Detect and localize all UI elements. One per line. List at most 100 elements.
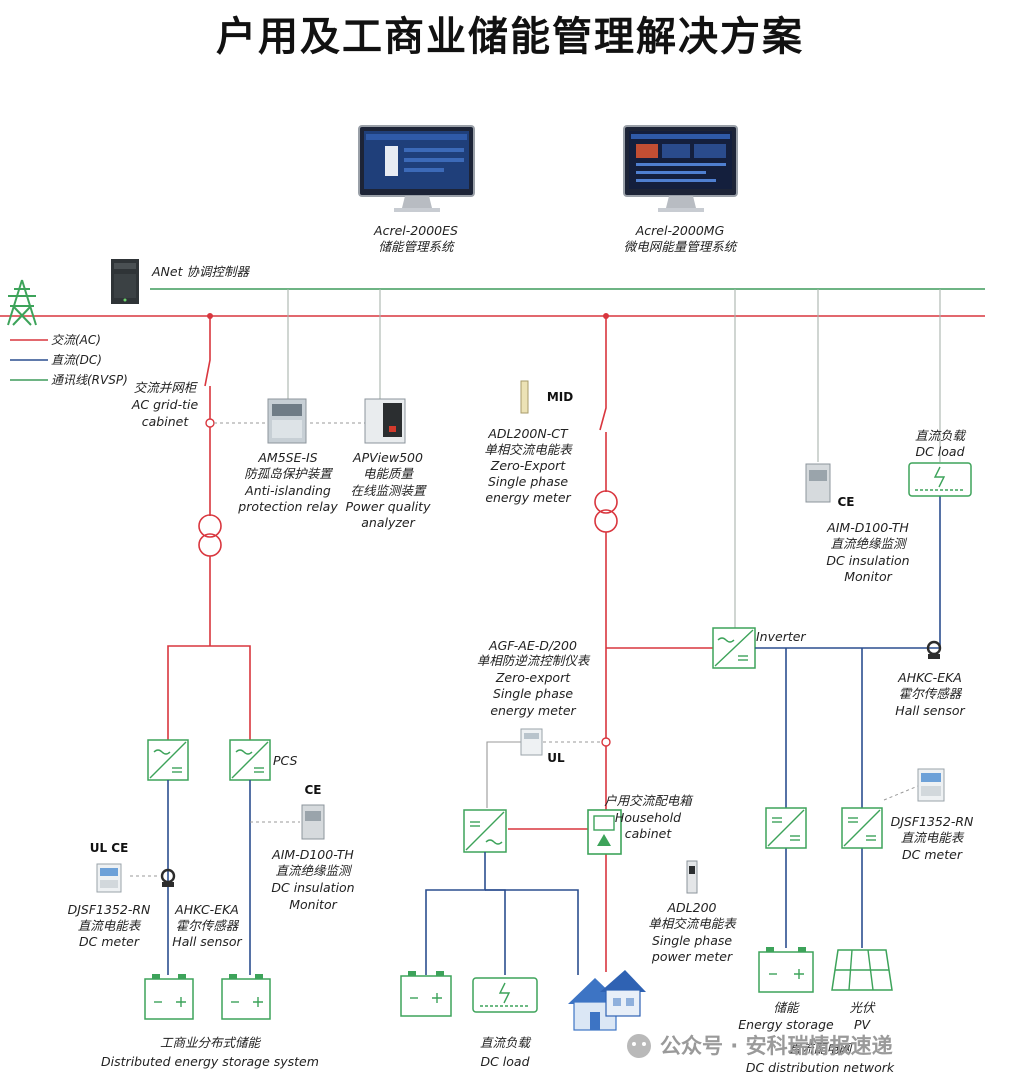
aim-left-en1: DC insulation — [271, 880, 354, 895]
djsf-left-cn: 直流电能表 — [78, 918, 142, 933]
dc-line-household-battery — [425, 852, 486, 975]
inverter-label: Inverter — [756, 629, 806, 644]
house-icon — [568, 970, 646, 1031]
aim-left-device — [301, 804, 325, 840]
adl200-device — [686, 860, 698, 894]
distributed-storage-en: Distributed energy storage system — [101, 1054, 319, 1069]
household-cabinet-device — [587, 809, 622, 855]
djsf-right-en: DC meter — [902, 847, 963, 862]
mid-meter-device — [520, 380, 529, 414]
ac-breaker-mid — [599, 316, 607, 492]
storage-right-cn: 储能 — [773, 1000, 800, 1015]
am5se-en2: protection relay — [237, 499, 338, 514]
aim-left-en2: Monitor — [289, 897, 337, 912]
battery-left-1-icon — [144, 974, 194, 1020]
am5se-cn: 防孤岛保护装置 — [244, 466, 333, 481]
apview-model: APView500 — [352, 450, 423, 465]
dc-network-cn: 直流配电网 — [789, 1041, 853, 1056]
battery-household-icon — [400, 971, 452, 1017]
dc-load-top-en: DC load — [915, 444, 964, 459]
pcs-converter-left — [147, 739, 189, 781]
agf-en1: Zero-export — [495, 670, 571, 685]
household-inverter — [463, 809, 507, 853]
djsf-right-model: DJSF1352-RN — [891, 814, 974, 829]
household-cabinet-cn: 户用交流配电箱 — [604, 793, 694, 808]
agf-en2: Single phase — [493, 686, 573, 701]
adl200-screen — [689, 866, 695, 874]
dc-network-en: DC distribution network — [746, 1060, 895, 1075]
legend: 交流(AC) 直流(DC) 通讯线(RVSP) — [10, 333, 128, 387]
transformer-left-top — [198, 514, 222, 538]
dc-load-household-icon — [472, 977, 538, 1013]
adl200n-en2: Single phase — [488, 474, 568, 489]
monitor-acrel-2000mg — [623, 125, 738, 212]
es-model-label: Acrel-2000ES — [373, 223, 458, 238]
adl200n-model: ADL200N-CT — [487, 426, 569, 441]
adl200-model: ADL200 — [667, 900, 717, 915]
am5se-en1: Anti-islanding — [244, 483, 331, 498]
diagram-title: 户用及工商业储能管理解决方案 — [216, 14, 804, 60]
distributed-storage-cn: 工商业分布式储能 — [160, 1035, 262, 1050]
aim-right-model: AIM-D100-TH — [826, 520, 909, 535]
ac-cabinet-label-en2: cabinet — [142, 414, 190, 429]
battery-storage-right-icon — [758, 947, 814, 993]
mid-cert: MID — [547, 390, 573, 404]
adl200-en2: power meter — [651, 949, 733, 964]
agf-cn: 单相防逆流控制仪表 — [477, 653, 591, 668]
aim-right-cert: CE — [837, 495, 854, 509]
aim-left-cert: CE — [304, 783, 321, 797]
dc-line-household-dcload — [485, 889, 506, 975]
aim-right-en2: Monitor — [844, 569, 892, 584]
battery-left-2-icon — [221, 974, 271, 1020]
es-name-label: 储能管理系统 — [378, 239, 456, 254]
djsf-left-model: DJSF1352-RN — [68, 902, 151, 917]
djsf-left-en: DC meter — [79, 934, 140, 949]
pv-panel-icon — [831, 949, 893, 991]
apview-cn1: 电能质量 — [363, 466, 415, 481]
ahkc-left-cn: 霍尔传感器 — [176, 918, 240, 933]
ul-link-inverter — [486, 741, 521, 808]
adl200n-en3: energy meter — [485, 490, 571, 505]
ac-breaker-left — [204, 316, 211, 420]
ul-cert: UL — [547, 751, 565, 765]
transmission-tower-icon — [7, 279, 37, 326]
ct-left — [205, 418, 215, 428]
hall-sensor-right-icon — [926, 640, 942, 659]
dc-line-household-house — [485, 889, 579, 975]
adl200n-cn: 单相交流电能表 — [484, 442, 573, 457]
dc-load-bottom-en: DC load — [480, 1054, 529, 1069]
hall-sensor-left-icon — [160, 868, 176, 887]
adl200n-en1: Zero-Export — [490, 458, 567, 473]
ul-meter-device — [520, 728, 543, 756]
ahkc-right-model: AHKC-EKA — [897, 670, 962, 685]
ac-cabinet-label-cn: 交流并网柜 — [134, 380, 199, 395]
apview-en2: analyzer — [361, 515, 415, 530]
aim-right-en1: DC insulation — [826, 553, 909, 568]
agf-en3: energy meter — [490, 703, 576, 718]
monitor-acrel-2000es — [358, 125, 475, 212]
aim-right-cn: 直流绝缘监测 — [830, 536, 908, 551]
ahkc-left-model: AHKC-EKA — [174, 902, 239, 917]
djsf-right-link — [883, 785, 919, 801]
dc-load-bottom-cn: 直流负载 — [480, 1035, 532, 1050]
djsf-right-device — [917, 768, 945, 802]
ahkc-left-en: Hall sensor — [172, 934, 242, 949]
mg-model-label: Acrel-2000MG — [635, 223, 725, 238]
aim-right-device — [805, 463, 831, 503]
legend-com: 通讯线(RVSP) — [51, 373, 128, 387]
legend-ac: 交流(AC) — [51, 333, 101, 347]
mg-name-label: 微电网能量管理系统 — [624, 239, 739, 254]
adl200-en1: Single phase — [652, 933, 732, 948]
apview-en1: Power quality — [346, 499, 432, 514]
anet-controller-device — [111, 259, 139, 304]
pv-cn: 光伏 — [849, 1000, 876, 1015]
transformer-mid-top — [594, 490, 618, 514]
storage-converter — [765, 807, 807, 849]
ac-cabinet-label-en1: AC grid-tie — [131, 397, 199, 412]
djsf-right-cn: 直流电能表 — [901, 830, 965, 845]
inverter-device — [712, 627, 756, 669]
dc-load-top-icon — [908, 462, 972, 497]
djsf-left-device — [96, 863, 122, 893]
ac-split-to-pcs — [167, 645, 251, 740]
